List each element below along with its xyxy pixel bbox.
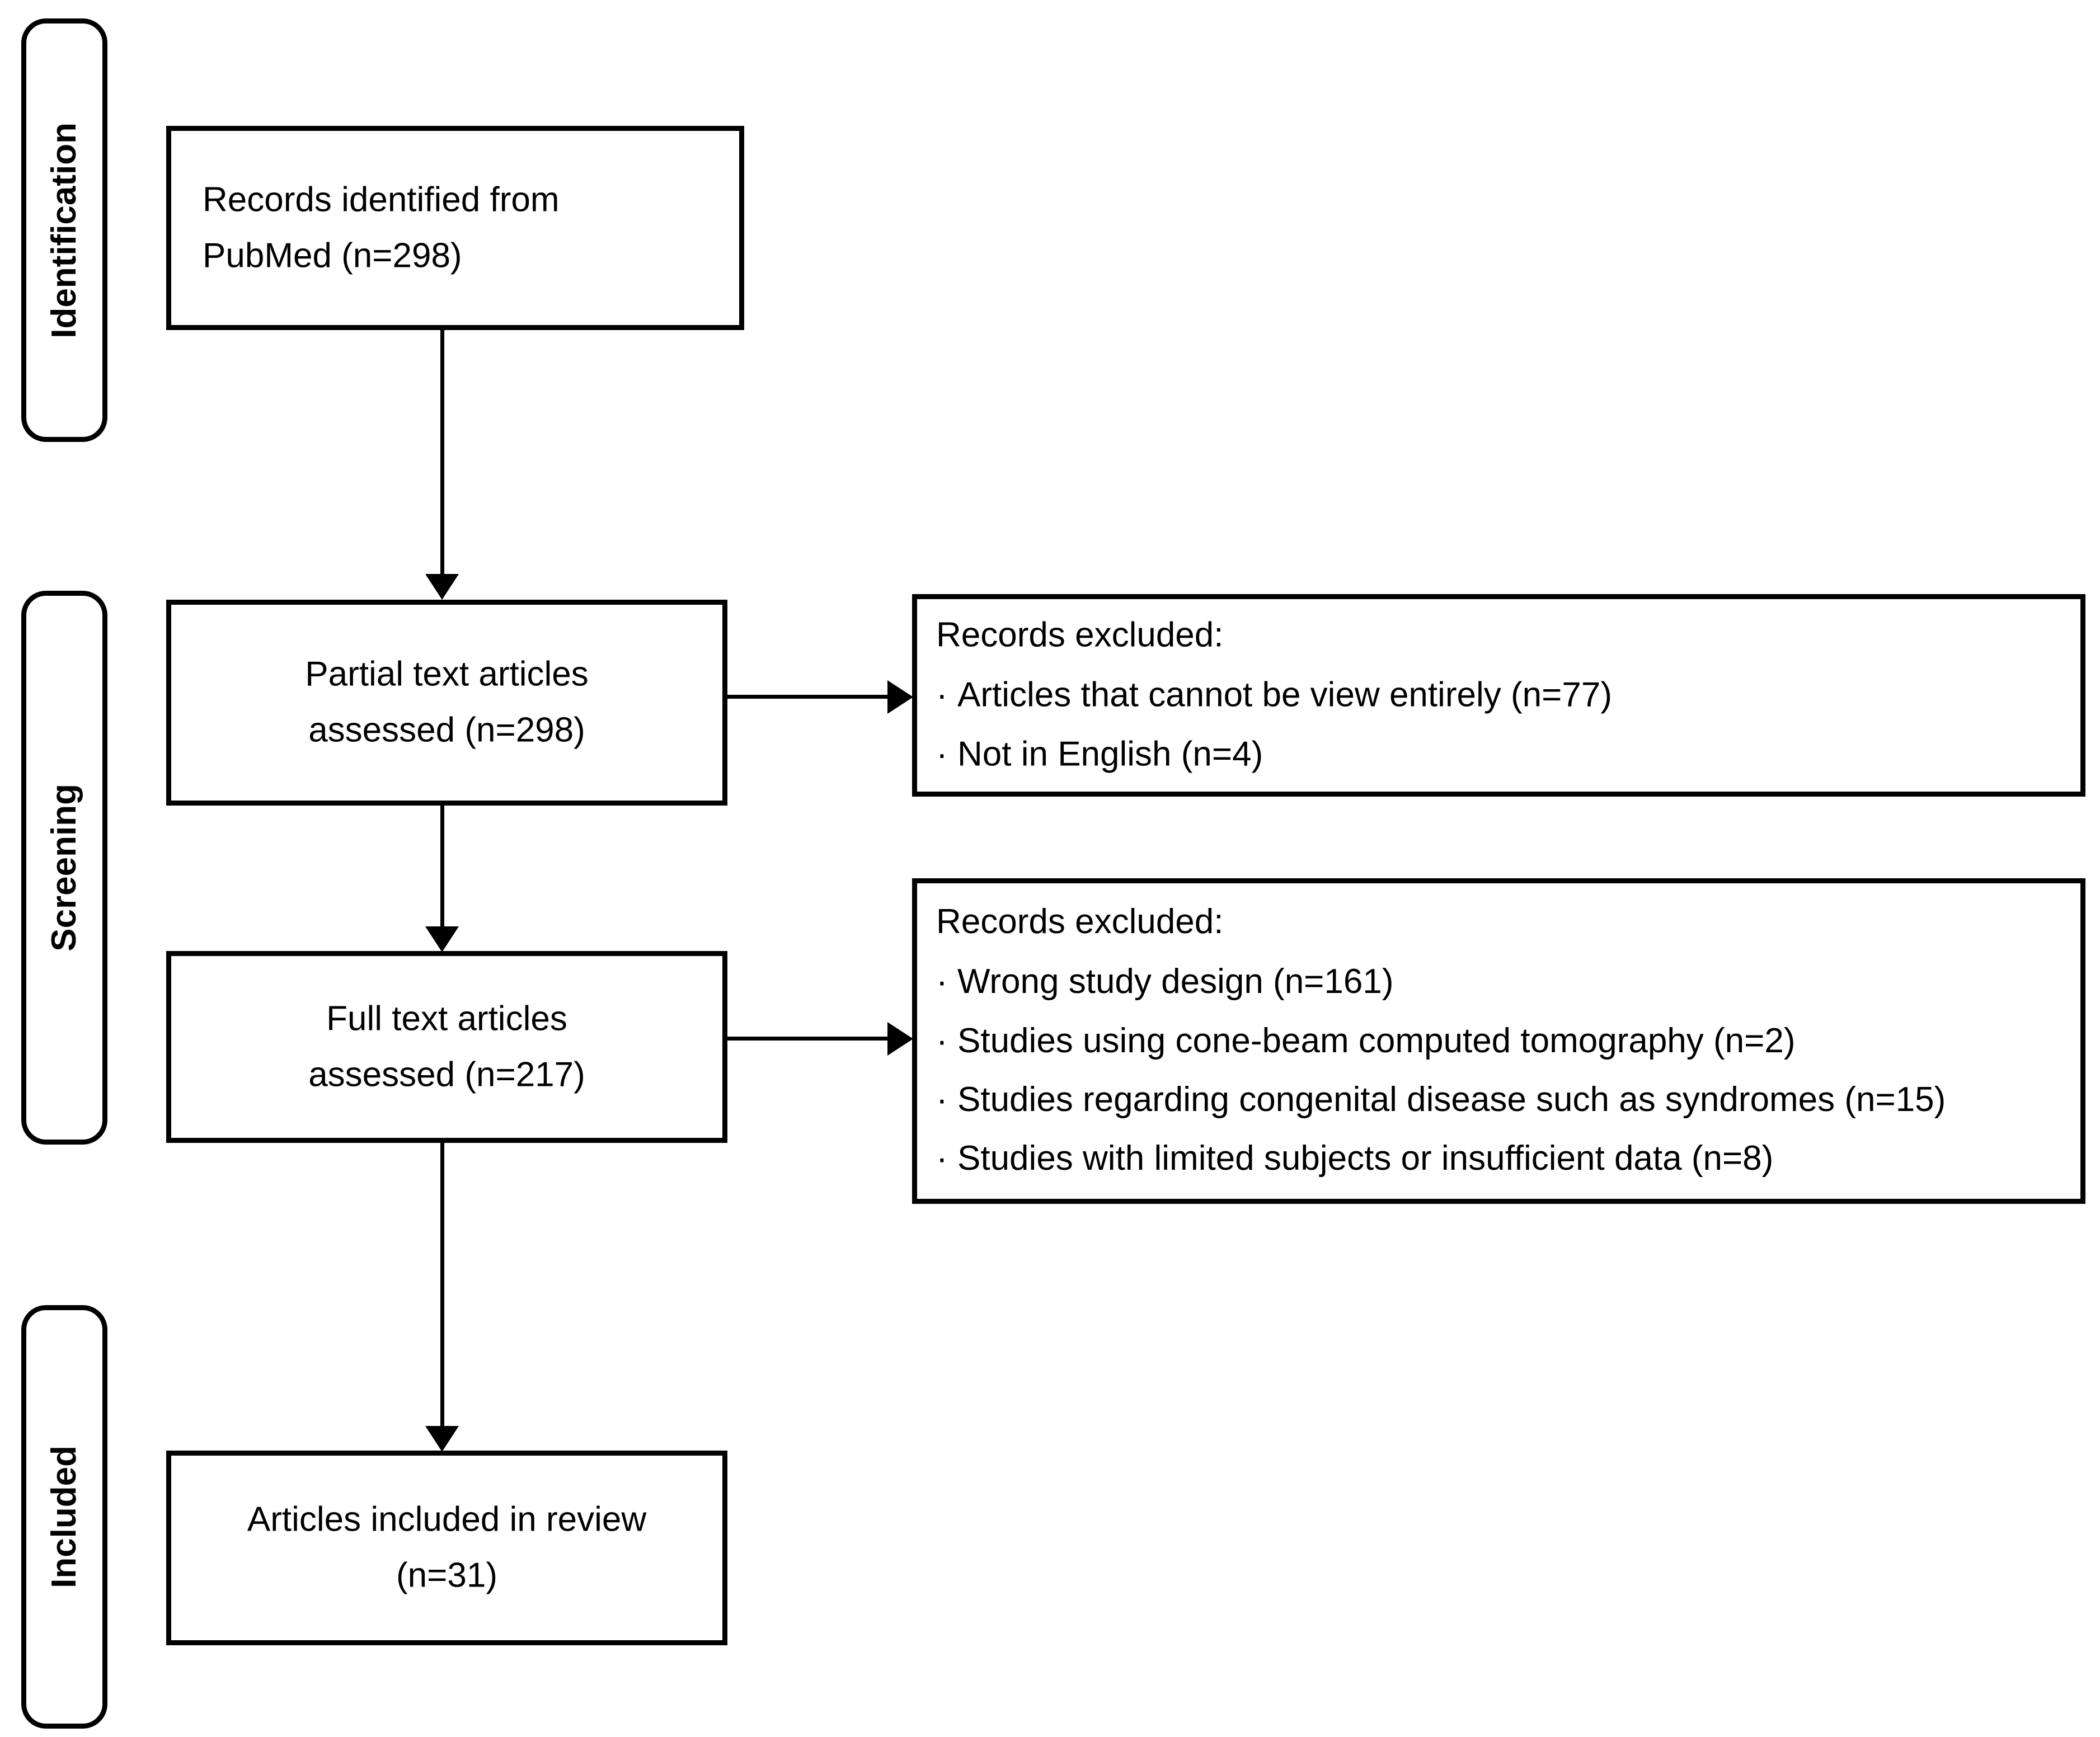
box-articles-included-body: Articles included in review (n=31) bbox=[171, 1492, 722, 1604]
box-partial-text-articles: Partial text articles assessed (n=298) bbox=[166, 600, 727, 806]
box-full-text-articles: Full text articles assessed (n=217) bbox=[166, 951, 727, 1143]
fulltext-exclusion-item-3: Studies regarding congenital disease suc… bbox=[957, 1080, 1946, 1119]
bullet-icon: · bbox=[936, 675, 948, 714]
fulltext-exclusion-item-2: Studies using cone-beam computed tomogra… bbox=[957, 1021, 1796, 1060]
connector-partial-to-fulltext bbox=[440, 806, 444, 930]
box-records-identified-body: Records identified from PubMed (n=298) bbox=[171, 172, 739, 284]
stage-label-screening: Screening bbox=[45, 784, 83, 952]
arrowhead-partial-to-fulltext bbox=[425, 926, 459, 952]
connector-identified-to-partial bbox=[440, 330, 444, 577]
stage-pill-screening: Screening bbox=[21, 591, 107, 1145]
connector-fulltext-to-included bbox=[440, 1143, 444, 1429]
box-partial-text-articles-line1: Partial text articles bbox=[305, 655, 589, 694]
stage-pill-identification: Identification bbox=[21, 18, 107, 442]
list-item: · Studies with limited subjects or insuf… bbox=[936, 1137, 2061, 1181]
box-screening-exclusions: Records excluded: · Articles that cannot… bbox=[912, 594, 2085, 797]
list-item: · Articles that cannot be view entirely … bbox=[936, 673, 2061, 717]
box-fulltext-exclusions: Records excluded: · Wrong study design (… bbox=[912, 878, 2085, 1204]
fulltext-exclusions-title: Records excluded: bbox=[936, 902, 1224, 942]
screening-exclusions-title: Records excluded: bbox=[936, 615, 1224, 655]
bullet-icon: · bbox=[936, 1080, 948, 1119]
box-records-identified-line1: Records identified from bbox=[203, 180, 560, 219]
connector-fulltext-to-exclusions bbox=[727, 1037, 890, 1041]
box-records-identified: Records identified from PubMed (n=298) bbox=[166, 126, 744, 330]
stage-pill-included: Included bbox=[21, 1305, 107, 1729]
arrowhead-identified-to-partial bbox=[425, 574, 459, 600]
bullet-icon: · bbox=[936, 962, 948, 1001]
box-articles-included-line1: Articles included in review bbox=[247, 1500, 647, 1539]
stage-label-identification: Identification bbox=[45, 122, 83, 338]
box-full-text-articles-line1: Full text articles bbox=[326, 999, 567, 1038]
box-partial-text-articles-body: Partial text articles assessed (n=298) bbox=[171, 647, 722, 759]
arrowhead-fulltext-to-included bbox=[425, 1426, 459, 1452]
connector-partial-to-exclusions bbox=[727, 695, 890, 699]
box-fulltext-exclusions-body: Records excluded: · Wrong study design (… bbox=[917, 901, 2080, 1181]
box-articles-included: Articles included in review (n=31) bbox=[166, 1451, 727, 1645]
box-records-identified-line2: PubMed (n=298) bbox=[203, 236, 462, 275]
list-item: · Wrong study design (n=161) bbox=[936, 959, 2061, 1004]
bullet-icon: · bbox=[936, 735, 948, 774]
screening-exclusion-item-2: Not in English (n=4) bbox=[957, 735, 1263, 774]
stage-label-included: Included bbox=[45, 1446, 83, 1588]
screening-exclusion-item-1: Articles that cannot be view entirely (n… bbox=[957, 675, 1612, 714]
arrowhead-fulltext-to-exclusions bbox=[887, 1022, 913, 1056]
bullet-icon: · bbox=[936, 1021, 948, 1060]
list-item: · Not in English (n=4) bbox=[936, 732, 2061, 776]
bullet-icon: · bbox=[936, 1139, 948, 1178]
box-partial-text-articles-line2: assessed (n=298) bbox=[308, 711, 585, 750]
arrowhead-partial-to-exclusions bbox=[887, 680, 913, 714]
list-item: · Studies using cone-beam computed tomog… bbox=[936, 1019, 2061, 1063]
fulltext-exclusion-item-1: Wrong study design (n=161) bbox=[957, 962, 1394, 1001]
fulltext-exclusion-item-4: Studies with limited subjects or insuffi… bbox=[957, 1139, 1774, 1178]
list-item: · Studies regarding congenital disease s… bbox=[936, 1077, 2061, 1122]
box-screening-exclusions-body: Records excluded: · Articles that cannot… bbox=[917, 614, 2080, 776]
box-full-text-articles-line2: assessed (n=217) bbox=[308, 1055, 585, 1094]
box-articles-included-line2: (n=31) bbox=[396, 1556, 497, 1595]
box-full-text-articles-body: Full text articles assessed (n=217) bbox=[171, 991, 722, 1103]
